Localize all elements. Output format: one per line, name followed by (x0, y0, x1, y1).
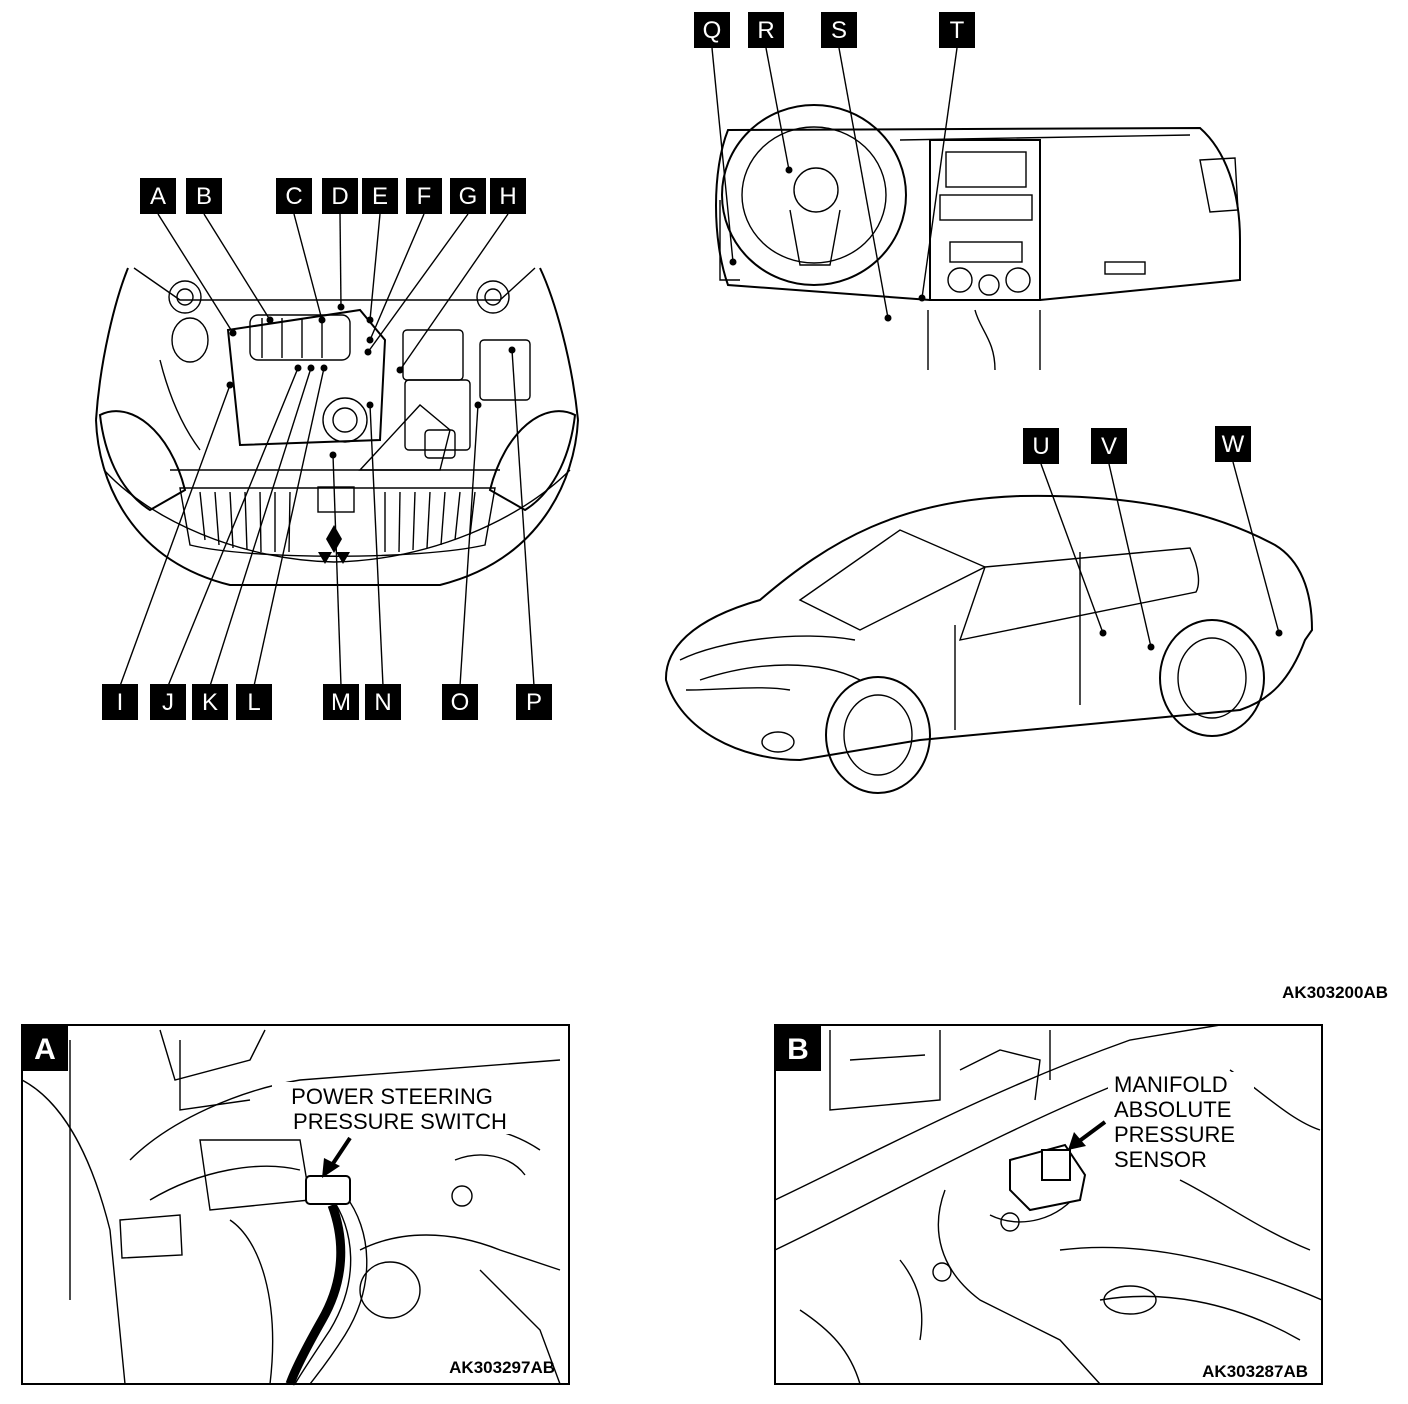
panel-a-code: AK303297AB (449, 1358, 555, 1377)
svg-text:C: C (285, 183, 302, 210)
interior-labels: Q R S T (694, 12, 975, 48)
engine-labels-bottom: I J K L M N O P (102, 684, 552, 720)
location-label-v: V (1091, 428, 1127, 464)
svg-text:J: J (162, 689, 174, 716)
svg-text:B: B (787, 1033, 809, 1066)
svg-text:M: M (331, 689, 351, 716)
location-label-m: M (323, 684, 359, 720)
detail-panel-b: B MANIFOLD ABSOLUTE PRESSURE SENSOR AK30… (774, 1024, 1323, 1385)
svg-text:I: I (117, 689, 124, 716)
location-label-g: G (450, 178, 486, 214)
location-label-e: E (362, 178, 398, 214)
location-label-i: I (102, 684, 138, 720)
detail-panel-a: A POWER STEERING PRESSURE SWITCH AK30329… (21, 1024, 570, 1386)
exterior-labels: U V W (1023, 426, 1251, 464)
svg-text:O: O (451, 689, 470, 716)
exterior-leader-lines (1040, 461, 1283, 651)
panel-b-code: AK303287AB (1202, 1362, 1308, 1381)
callout-line-4: SENSOR (1114, 1147, 1207, 1172)
location-label-s: S (821, 12, 857, 48)
svg-text:A: A (150, 183, 166, 210)
engine-labels-top: A B C D E F G H (140, 178, 526, 214)
location-label-h: H (490, 178, 526, 214)
location-label-c: C (276, 178, 312, 214)
interior-leader-lines (711, 47, 958, 322)
svg-text:P: P (526, 689, 542, 716)
svg-text:H: H (499, 183, 516, 210)
panel-tag-b: B (775, 1025, 821, 1071)
panel-tag-a: A (22, 1025, 68, 1071)
dashboard-illustration (715, 104, 1241, 371)
svg-text:N: N (374, 689, 391, 716)
location-label-w: W (1215, 426, 1251, 462)
svg-text:L: L (247, 689, 260, 716)
svg-text:U: U (1032, 433, 1049, 460)
location-label-k: K (192, 684, 228, 720)
callout-line-3: PRESSURE (1114, 1122, 1235, 1147)
callout-line-2: PRESSURE SWITCH (293, 1109, 507, 1134)
svg-text:D: D (331, 183, 348, 210)
car-exterior-illustration (664, 494, 1314, 794)
location-label-j: J (150, 684, 186, 720)
svg-text:R: R (757, 17, 774, 44)
figure-code: AK303200AB (1282, 983, 1388, 1002)
svg-text:G: G (459, 183, 478, 210)
location-label-f: F (406, 178, 442, 214)
svg-text:F: F (417, 183, 432, 210)
location-label-r: R (748, 12, 784, 48)
location-label-b: B (186, 178, 222, 214)
svg-text:A: A (34, 1033, 56, 1066)
svg-text:E: E (372, 183, 388, 210)
svg-text:S: S (831, 17, 847, 44)
svg-text:V: V (1101, 433, 1117, 460)
svg-text:Q: Q (703, 17, 722, 44)
location-label-q: Q (694, 12, 730, 48)
location-label-d: D (322, 178, 358, 214)
svg-text:B: B (196, 183, 212, 210)
callout-line-1: MANIFOLD (1114, 1072, 1228, 1097)
location-label-u: U (1023, 428, 1059, 464)
location-label-n: N (365, 684, 401, 720)
location-label-o: O (442, 684, 478, 720)
callout-line-1: POWER STEERING (291, 1084, 493, 1109)
engine-leader-lines (119, 213, 535, 687)
location-label-p: P (516, 684, 552, 720)
engine-bay-illustration (95, 267, 579, 586)
svg-text:T: T (950, 17, 965, 44)
svg-text:W: W (1222, 431, 1245, 458)
location-label-t: T (939, 12, 975, 48)
callout-line-2: ABSOLUTE (1114, 1097, 1231, 1122)
svg-text:K: K (202, 689, 218, 716)
location-label-l: L (236, 684, 272, 720)
location-label-a: A (140, 178, 176, 214)
